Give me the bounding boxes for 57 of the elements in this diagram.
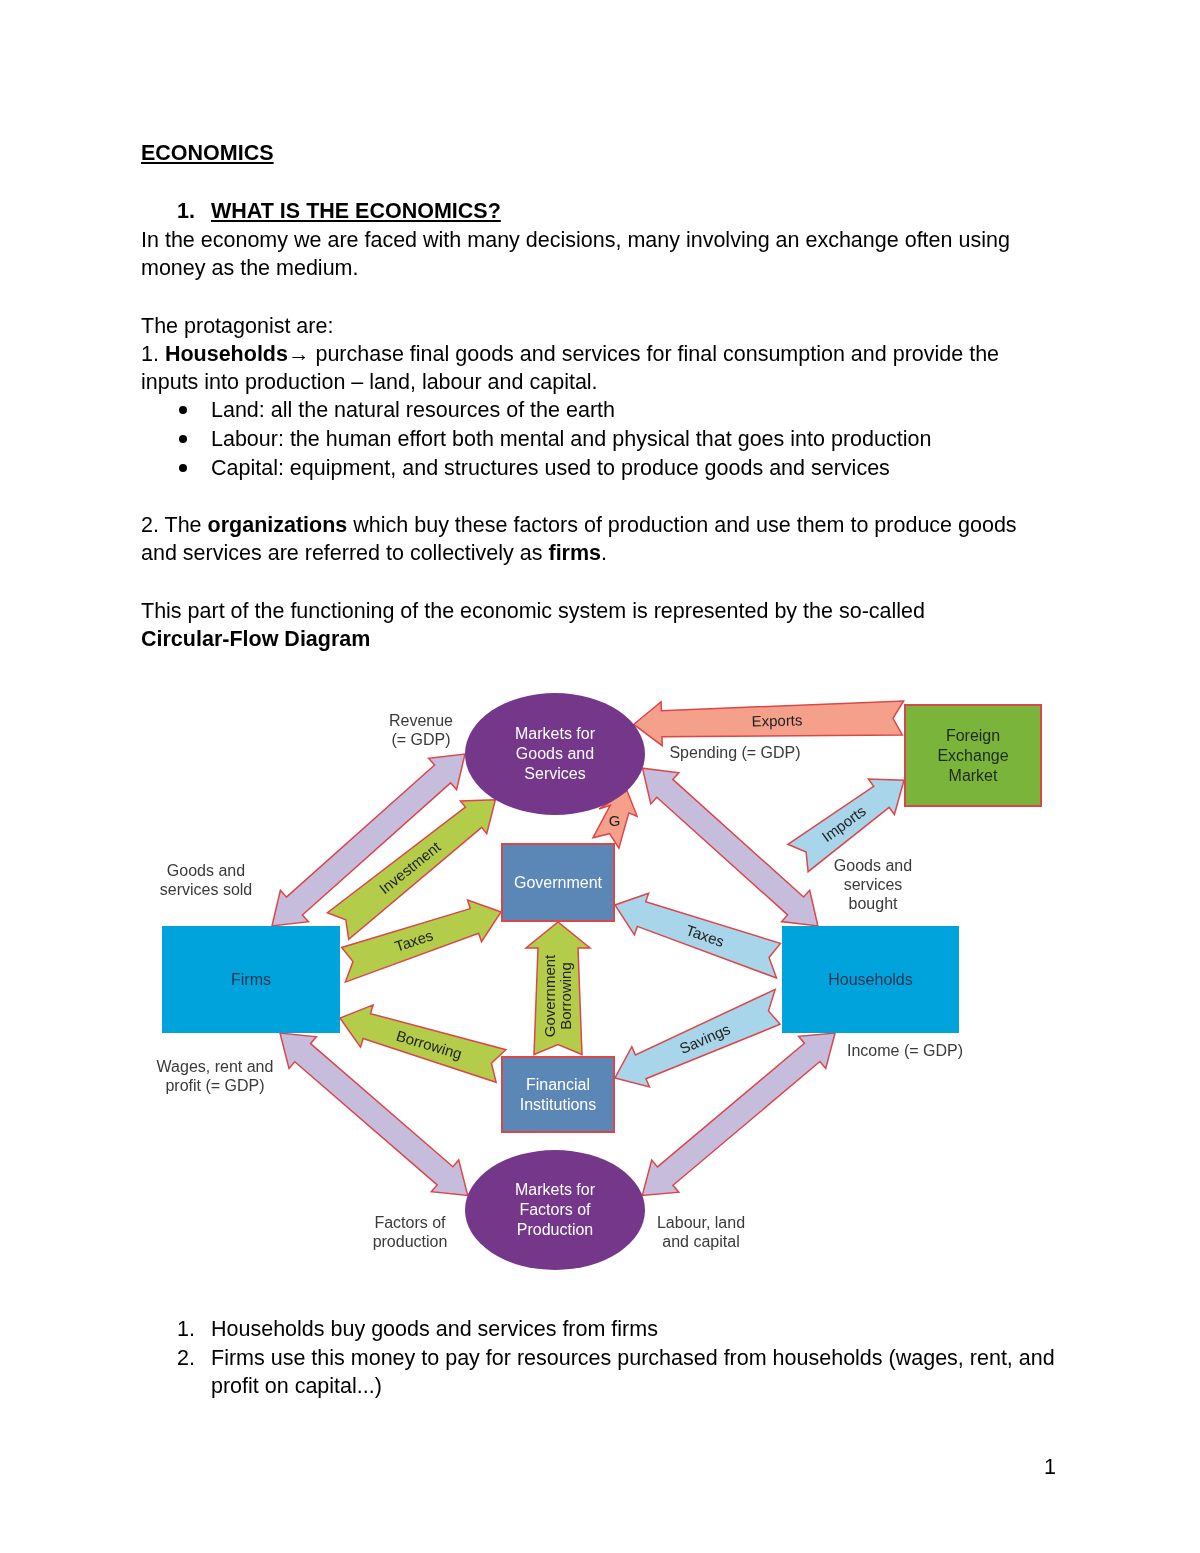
list-item: Land: all the natural resources of the earth bbox=[211, 396, 615, 424]
list-item: Capital: equipment, and structures used to produce goods and services bbox=[211, 454, 890, 482]
list-item: Households buy goods and services from firms bbox=[211, 1315, 659, 1343]
market-ellipse bbox=[465, 693, 645, 815]
section-number: 1. bbox=[177, 197, 195, 225]
list-number: 1. bbox=[177, 1315, 195, 1343]
block-arrow bbox=[591, 789, 639, 850]
block-arrow bbox=[338, 1003, 508, 1084]
node-label: Foreign Exchange Market bbox=[936, 725, 1010, 786]
sector-box bbox=[782, 926, 959, 1033]
node-label: Financial Institutions bbox=[518, 1074, 598, 1115]
flow-label: Wages, rent and profit (= GDP) bbox=[155, 1057, 275, 1095]
flow-label: Income (= GDP) bbox=[846, 1040, 964, 1060]
sector-box bbox=[904, 704, 1042, 807]
edge-label: G bbox=[608, 813, 621, 830]
block-arrow bbox=[340, 898, 503, 984]
sector-box bbox=[162, 926, 340, 1033]
flow-label: Revenue (= GDP) bbox=[387, 711, 454, 749]
node-label: Households bbox=[828, 969, 913, 990]
section-heading: WHAT IS THE ECONOMICS? bbox=[211, 197, 501, 225]
list-item: Labour: the human effort both mental and physical that goes into production bbox=[211, 425, 932, 453]
market-ellipse bbox=[465, 1150, 645, 1270]
list-number: 2. bbox=[177, 1344, 195, 1372]
paragraph: The protagonist are: bbox=[141, 312, 334, 340]
double-arrow bbox=[641, 767, 819, 927]
edge-label: Taxes bbox=[392, 927, 435, 956]
edge-label: Government Borrowing bbox=[542, 954, 574, 1040]
subheading: Circular-Flow Diagram bbox=[141, 625, 371, 653]
flow-label: Factors of production bbox=[371, 1213, 449, 1251]
block-arrow bbox=[786, 778, 905, 874]
block-arrow bbox=[613, 892, 782, 980]
edge-label: Exports bbox=[751, 712, 803, 730]
edge-label: Taxes bbox=[684, 921, 727, 950]
double-arrow bbox=[641, 1032, 837, 1197]
paragraph: 2. The organizations which buy these factors of production and use them to produce goods and services are referred to collectively as firms. bbox=[141, 511, 1018, 568]
node-label: Government bbox=[513, 872, 602, 893]
paragraph: 1. Households→ purchase final goods and services for final consumption and provide the inputs into production – land, labour and capital. bbox=[141, 340, 1001, 397]
node-label: Markets for Factors of Production bbox=[514, 1180, 596, 1240]
page-number: 1 bbox=[1044, 1453, 1056, 1481]
paragraph: This part of the functioning of the economic system is represented by the so-called bbox=[141, 597, 925, 625]
block-arrow bbox=[613, 988, 782, 1089]
block-arrow bbox=[523, 921, 593, 1056]
flow-label: Spending (= GDP) bbox=[668, 742, 802, 762]
page-title: ECONOMICS bbox=[141, 139, 274, 167]
list-item: Firms use this money to pay for resources purchased from households (wages, rent, and profit on capital...) bbox=[211, 1344, 1056, 1401]
double-arrow bbox=[279, 1032, 469, 1197]
flow-label: Goods and services sold bbox=[158, 861, 254, 899]
double-arrow bbox=[271, 753, 466, 927]
sector-box bbox=[501, 1056, 615, 1133]
paragraph: In the economy we are faced with many decisions, many involving an exchange often using money as the medium. bbox=[141, 226, 1011, 283]
block-arrow bbox=[325, 798, 497, 941]
node-label: Markets for Goods and Services bbox=[514, 724, 596, 784]
node-label: Firms bbox=[231, 969, 271, 990]
sector-box bbox=[501, 843, 615, 922]
flow-label: Goods and services bought bbox=[832, 855, 914, 913]
block-arrow bbox=[632, 700, 905, 748]
flow-label: Labour, land and capital bbox=[655, 1213, 747, 1251]
